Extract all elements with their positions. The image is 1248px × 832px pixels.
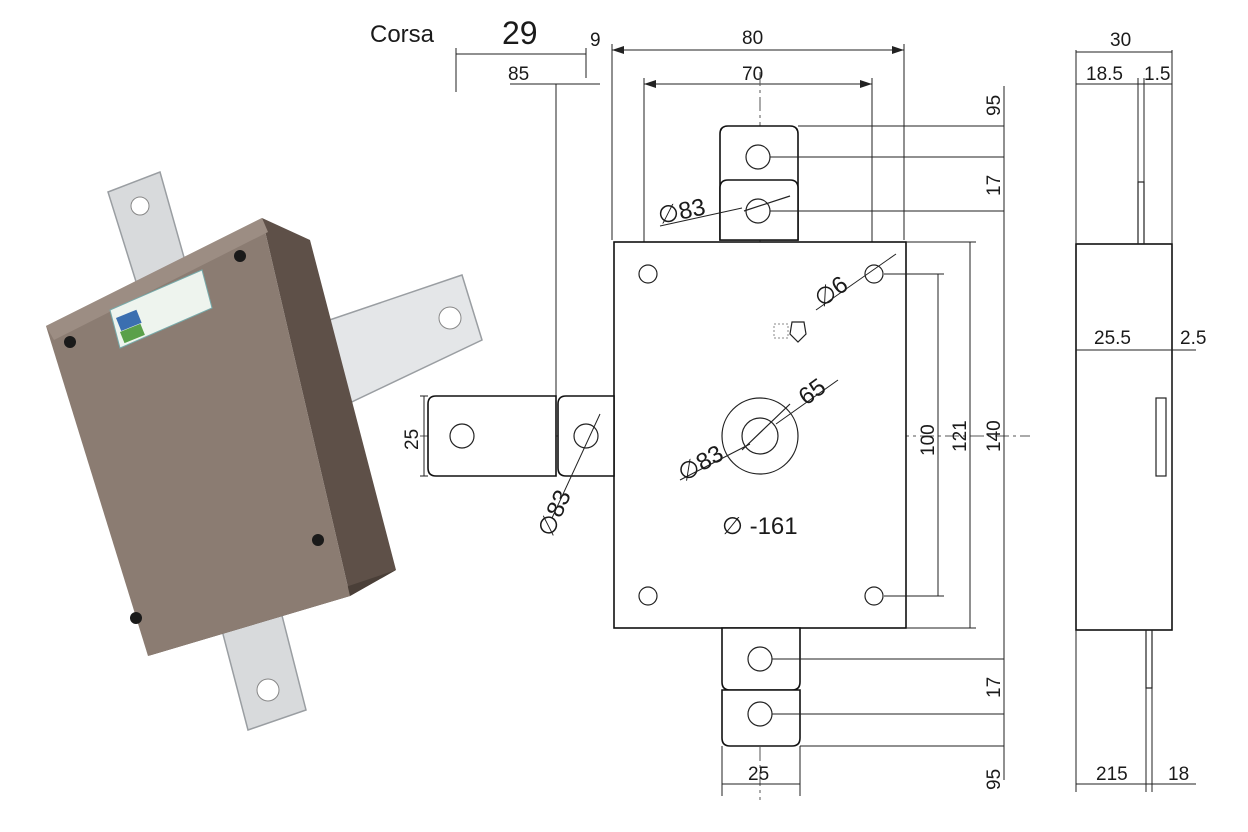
dim-215: 215 (1096, 764, 1128, 785)
dim-95-bottom: 95 (984, 769, 1005, 790)
dim-121: 121 (950, 420, 971, 452)
corsa-value: 29 (502, 15, 538, 51)
dim-70: 70 (742, 64, 763, 85)
dim-18-5: 18.5 (1086, 64, 1123, 85)
dim-95-top: 95 (984, 95, 1005, 116)
dim-30: 30 (1110, 30, 1131, 51)
dim-140: 140 (984, 420, 1005, 452)
dim-100: 100 (918, 424, 939, 456)
dim-80: 80 (742, 28, 763, 49)
dim-1-5: 1.5 (1144, 64, 1170, 85)
dim-17-bottom: 17 (984, 677, 1005, 698)
dim-18: 18 (1168, 764, 1189, 785)
dim-25-5: 25.5 (1094, 328, 1131, 349)
dim-2-5: 2.5 (1180, 328, 1206, 349)
dim-85: 85 (508, 64, 529, 85)
dim-17-top: 17 (984, 175, 1005, 196)
dim-d161: ∅ -161 (722, 513, 798, 540)
dim-d83-left: ∅83 (533, 486, 577, 540)
dim-25-left: 25 (402, 429, 423, 450)
dim-d83-top: ∅83 (656, 194, 708, 230)
dim-9: 9 (590, 30, 601, 51)
corsa-label: Corsa (370, 21, 435, 48)
dim-25-bottom: 25 (748, 764, 769, 785)
